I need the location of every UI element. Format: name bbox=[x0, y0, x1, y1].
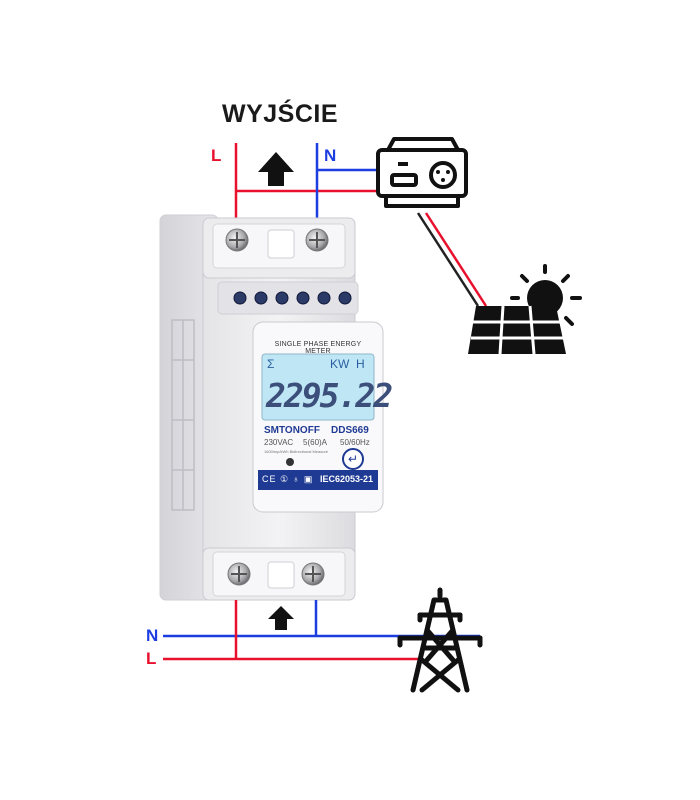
pulse-led bbox=[286, 458, 294, 466]
output-title: WYJŚCIE bbox=[222, 100, 339, 128]
arrow-up-icon bbox=[258, 152, 294, 186]
top-live-label: L bbox=[211, 146, 222, 165]
bottom-terminal-screws bbox=[227, 561, 325, 589]
bottom-neutral-label: N bbox=[146, 626, 159, 645]
rs485-terminal-screws bbox=[233, 291, 352, 305]
top-live-wire bbox=[234, 143, 378, 228]
meter-frequency: 50/60Hz bbox=[340, 438, 370, 447]
meter-model: DDS669 bbox=[331, 425, 369, 436]
meter-brand: SMTONOFF bbox=[264, 425, 320, 436]
top-neutral-label: N bbox=[324, 146, 337, 165]
display-unit: KW H bbox=[330, 357, 365, 371]
meter-current: 5(60)A bbox=[303, 438, 328, 447]
panel-wires bbox=[416, 212, 488, 307]
inverter-icon bbox=[376, 137, 468, 208]
impulse-text: 1600imp/kWh Bidirectional Measure bbox=[264, 449, 329, 454]
top-terminal-screws bbox=[225, 228, 329, 259]
enter-button[interactable]: ↵ bbox=[342, 448, 364, 470]
arrow-up-icon bbox=[268, 606, 294, 630]
meter-standard: IEC62053-21 bbox=[320, 474, 374, 484]
meter-header: SINGLE PHASE ENERGY METER bbox=[274, 341, 362, 355]
top-neutral-wire bbox=[315, 143, 378, 228]
bottom-live-wire bbox=[163, 600, 420, 661]
certification-icons: CE ① ♁ ▣ bbox=[262, 474, 314, 484]
power-tower-icon bbox=[397, 587, 483, 693]
display-reading: 2295.22 bbox=[266, 376, 393, 415]
solar-panel-icon bbox=[468, 305, 566, 355]
bottom-live-label: L bbox=[146, 649, 157, 668]
display-symbol: Σ bbox=[267, 357, 275, 371]
lcd-display bbox=[261, 353, 375, 421]
meter-voltage: 230VAC bbox=[264, 438, 294, 447]
